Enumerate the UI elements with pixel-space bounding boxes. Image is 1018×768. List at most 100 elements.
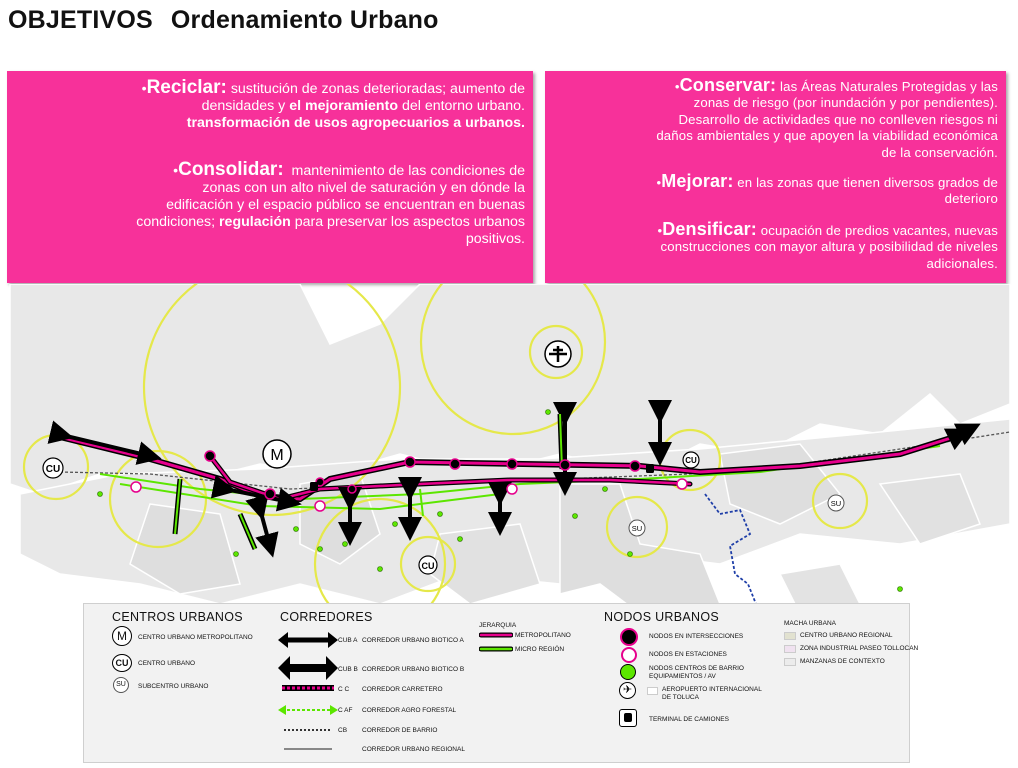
reciclar-line-2: densidades y el mejoramiento del entorno…: [201, 98, 525, 114]
title-main: OBJETIVOS: [8, 6, 153, 34]
legend-cc-code: C C: [338, 686, 350, 693]
objectives-box-right: •Conservar: las Áreas Naturales Protegid…: [545, 71, 1006, 283]
legend-barrio-node-icon: [620, 664, 636, 680]
legend-cub-a-code: CUB A: [338, 637, 358, 644]
map-label-cu-east: CU: [685, 456, 697, 465]
legend-caf: CORREDOR AGRO FORESTAL: [362, 707, 457, 714]
bus-terminal-icons: [310, 464, 654, 491]
map-label-cu-west: CU: [46, 464, 60, 475]
cub-arrows: [47, 400, 981, 558]
conservar-keyword: Conservar:: [679, 75, 777, 95]
conservar-line-4: daños ambientales y que apoyen la viabil…: [656, 128, 998, 144]
map-legend: CENTROS URBANOS M CENTRO URBANO METROPOL…: [83, 603, 918, 763]
consolidar-keyword: Consolidar:: [178, 159, 284, 180]
title-sub: Ordenamiento Urbano: [170, 6, 439, 34]
objectives-box-left: •Reciclar: sustitución de zonas deterior…: [7, 71, 533, 283]
legend-su-icon: SU: [113, 677, 129, 693]
legend-cb: CORREDOR DE BARRIO: [362, 727, 438, 734]
legend-subcentro: SUBCENTRO URBANO: [138, 683, 209, 690]
station-nodes: [130, 478, 688, 512]
legend-nodos-barrio-2: EQUIPAMIENTOS / AV: [649, 673, 716, 680]
legend-manzanas-swatch: [784, 658, 796, 666]
consolidar-line-5: positivos.: [465, 231, 525, 247]
reciclar-keyword: Reciclar:: [146, 77, 227, 98]
conservar-line-5: de la conservación.: [881, 144, 998, 160]
legend-manzanas: MANZANAS DE CONTEXTO: [800, 658, 885, 665]
consolidar-line-1: mantenimiento de las condiciones de: [291, 163, 525, 179]
legend-caf-code: C AF: [338, 707, 353, 714]
conservar-paragraph: •Conservar: las Áreas Naturales Protegid…: [656, 75, 998, 160]
legend-industrial-swatch: [784, 645, 796, 653]
legend-corredores-title: CORREDORES: [280, 610, 373, 624]
legend-aeropuerto-1: AEROPUERTO INTERNACIONAL: [662, 686, 762, 693]
legend-centro-urbano: CENTRO URBANO: [138, 660, 196, 667]
legend-regional-swatch: [784, 632, 796, 640]
densificar-paragraph: •Densificar: ocupación de predios vacant…: [657, 219, 998, 271]
legend-centros-title: CENTROS URBANOS: [112, 610, 243, 624]
urban-map: M CU CU CU SU SU: [9, 284, 1011, 631]
page-title: OBJETIVOS Ordenamiento Urbano: [8, 6, 439, 35]
legend-cub-a: CORREDOR URBANO BIOTICO A: [362, 637, 464, 644]
legend-mancha: MACHA URBANA: [784, 620, 837, 627]
legend-nodos-intersecciones: NODOS EN INTERSECCIONES: [649, 633, 744, 640]
reciclar-paragraph: •Reciclar: sustitución de zonas deterior…: [141, 77, 525, 131]
consolidar-line-4: condiciones; regulación para preservar l…: [136, 214, 525, 230]
legend-cub-b-code: CUB B: [338, 666, 358, 673]
legend-metropolitano: METROPOLITANO: [515, 632, 571, 639]
legend-cc: CORREDOR CARRETERO: [362, 686, 443, 693]
densificar-line-2: construcciones con mayor altura y posibi…: [660, 239, 998, 255]
mejorar-line-1: en las zonas que tienen diversos grados …: [737, 175, 998, 190]
densificar-keyword: Densificar:: [662, 219, 757, 239]
barrio-nodes: [97, 409, 903, 592]
river: [704, 493, 761, 615]
map-label-su-1: SU: [632, 524, 642, 533]
centro-urbano-marker-east: CU: [682, 451, 700, 469]
metropolitan-corridors: [57, 429, 973, 503]
densificar-line-3: adicionales.: [926, 255, 998, 271]
legend-station-node-icon: [621, 647, 637, 663]
legend-intersection-node-icon: [620, 628, 638, 646]
legend-nodos-title: NODOS URBANOS: [604, 610, 720, 624]
centro-urbano-marker-west: CU: [42, 457, 64, 479]
legend-airport-icon: ✈: [619, 682, 636, 699]
centro-metropolitano-marker: M: [262, 439, 292, 469]
consolidar-line-2: zonas con un alto nivel de saturación y …: [202, 180, 525, 196]
subcentro-marker-1: SU: [628, 519, 646, 537]
airport-icon: [544, 340, 572, 368]
legend-regional: CORREDOR URBANO REGIONAL: [362, 746, 465, 753]
legend-centro-regional: CENTRO URBANO REGIONAL: [800, 632, 893, 639]
legend-m-icon: M: [112, 626, 132, 646]
micro-region-arrows-fill: [174, 413, 563, 550]
legend-jerarquia-symbols: [479, 632, 513, 652]
legend-nodos-estaciones: NODOS EN ESTACIONES: [649, 651, 727, 658]
reciclar-line-3: transformación de usos agropecuarios a u…: [186, 115, 525, 131]
reciclar-line-1: sustitución de zonas deterioradas; aumen…: [230, 81, 525, 97]
mejorar-paragraph: •Mejorar: en las zonas que tienen divers…: [656, 171, 998, 207]
mejorar-keyword: Mejorar:: [661, 171, 734, 191]
legend-bus-terminal-icon: [619, 709, 637, 727]
intersection-nodes: [204, 450, 641, 500]
legend-corridor-symbols: [278, 632, 338, 750]
map-label-su-2: SU: [831, 499, 841, 508]
legend-cub-b: CORREDOR URBANO BIOTICO B: [362, 666, 465, 673]
map-label-cu-south: CU: [422, 561, 435, 571]
legend-centro-metropolitano: CENTRO URBANO METROPOLITANO: [138, 634, 253, 641]
consolidar-paragraph: •Consolidar: mantenimiento de las condic…: [136, 159, 525, 247]
map-label-m: M: [270, 447, 283, 464]
legend-terminal: TERMINAL DE CAMIONES: [649, 716, 729, 723]
legend-nodos-barrio-1: NODOS CENTROS DE BARRIO: [649, 665, 744, 672]
conservar-line-1: las Áreas Naturales Protegidas y las: [780, 79, 998, 94]
legend-micro-region: MICRO REGIÓN: [515, 646, 565, 653]
mejorar-line-2: deterioro: [944, 191, 998, 207]
legend-cb-code: CB: [338, 727, 348, 734]
conservar-line-3: Desarrollo de actividades que no conllev…: [678, 111, 998, 127]
densificar-line-1: ocupación de predios vacantes, nuevas: [760, 223, 998, 238]
legend-zona-industrial: ZONA INDUSTRIAL PASEO TOLLOCAN: [800, 645, 919, 652]
legend-aeropuerto-2: DE TOLUCA: [662, 694, 699, 701]
legend-airport-swatch: [647, 687, 658, 695]
legend-jerarquia: JERARQUIA: [479, 622, 517, 629]
legend-cu-icon: CU: [112, 654, 132, 672]
consolidar-line-3: edificación y el espacio público se encu…: [166, 197, 525, 213]
subcentro-marker-2: SU: [827, 494, 845, 512]
influence-circles: [22, 284, 869, 631]
